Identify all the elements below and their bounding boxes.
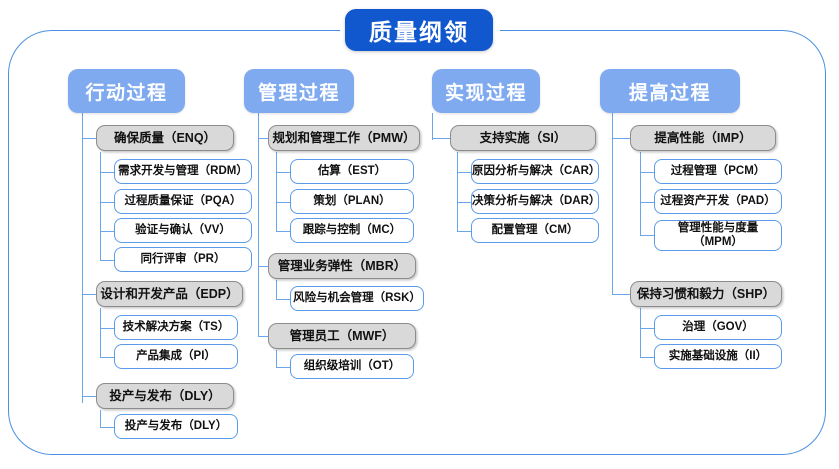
leaf-box-est[interactable]: 估算（EST） bbox=[290, 159, 414, 184]
connector-col1-grp2 bbox=[82, 294, 96, 296]
connector-col4-trunk bbox=[612, 131, 614, 295]
leaf-box-ot[interactable]: 组织级培训（OT） bbox=[290, 354, 414, 379]
connector-col1-g1-c4 bbox=[100, 260, 114, 262]
connector-col1-g1-c2 bbox=[100, 202, 114, 204]
connector-col1-drop bbox=[82, 113, 84, 131]
connector-col4-g2-trunk bbox=[640, 308, 642, 358]
connector-col2-drop bbox=[258, 113, 260, 131]
connector-col2-grp1 bbox=[258, 138, 268, 140]
group-box-edp[interactable]: 设计和开发产品（EDP） bbox=[96, 281, 243, 307]
leaf-box-cm[interactable]: 配置管理（CM） bbox=[471, 218, 599, 243]
group-box-imp[interactable]: 提高性能（IMP） bbox=[630, 125, 776, 151]
connector-col4-drop bbox=[612, 113, 614, 131]
leaf-box-dly-child[interactable]: 投产与发布（DLY） bbox=[114, 414, 238, 439]
connector-col4-g1-c1 bbox=[640, 172, 654, 174]
leaf-box-mpm[interactable]: 管理性能与度量 （MPM） bbox=[654, 220, 782, 251]
group-box-dly[interactable]: 投产与发布（DLY） bbox=[96, 383, 234, 409]
connector-col4-grp2 bbox=[612, 294, 630, 296]
column-header-4[interactable]: 提高过程 bbox=[600, 69, 740, 113]
leaf-box-pr[interactable]: 同行评审（PR） bbox=[114, 247, 252, 272]
leaf-box-pad[interactable]: 过程资产开发（PAD） bbox=[654, 189, 782, 214]
leaf-box-dar[interactable]: 决策分析与解决（DAR） bbox=[471, 189, 600, 214]
connector-col3-grp1 bbox=[432, 138, 450, 140]
connector-col1-trunk bbox=[82, 131, 84, 403]
leaf-box-pcm[interactable]: 过程管理（PCM） bbox=[654, 159, 782, 184]
leaf-box-rdm[interactable]: 需求开发与管理（RDM） bbox=[114, 159, 252, 184]
connector-col2-grp2 bbox=[258, 266, 268, 268]
connector-col1-g1-c3 bbox=[100, 231, 114, 233]
leaf-box-pqa[interactable]: 过程质量保证（PQA） bbox=[114, 189, 252, 214]
leaf-box-ii[interactable]: 实施基础设施（II） bbox=[654, 344, 782, 369]
leaf-box-plan[interactable]: 策划（PLAN） bbox=[290, 189, 414, 214]
connector-col1-g1-c1 bbox=[100, 172, 114, 174]
connector-col2-g2-c1 bbox=[276, 299, 290, 301]
group-box-shp[interactable]: 保持习惯和毅力（SHP） bbox=[630, 281, 782, 307]
leaf-box-car[interactable]: 原因分析与解决（CAR） bbox=[471, 159, 600, 184]
connector-col3-g1-c1 bbox=[457, 172, 471, 174]
connector-col4-g1-trunk bbox=[640, 152, 642, 236]
connector-col2-g3-trunk bbox=[276, 350, 278, 368]
connector-col2-g1-c2 bbox=[276, 202, 290, 204]
connector-col3-trunk bbox=[432, 131, 434, 140]
connector-col1-g3-trunk bbox=[100, 410, 102, 428]
connector-col2-trunk bbox=[258, 131, 260, 337]
connector-col2-g2-trunk bbox=[276, 280, 278, 300]
connector-col2-grp3 bbox=[258, 336, 268, 338]
connector-col1-g2-trunk bbox=[100, 308, 102, 358]
connector-col3-g1-c2 bbox=[457, 202, 471, 204]
connector-col1-g1-trunk bbox=[100, 152, 102, 261]
leaf-box-pi[interactable]: 产品集成（PI） bbox=[114, 344, 238, 369]
connector-col3-drop bbox=[432, 113, 434, 131]
connector-col4-g2-c2 bbox=[640, 357, 654, 359]
connector-col2-g1-c1 bbox=[276, 172, 290, 174]
connector-col2-g1-c3 bbox=[276, 231, 290, 233]
group-box-enq[interactable]: 确保质量（ENQ） bbox=[96, 125, 234, 151]
connector-col4-g1-c2 bbox=[640, 202, 654, 204]
connector-col4-g1-c3 bbox=[640, 235, 654, 237]
connector-col1-g2-c1 bbox=[100, 328, 114, 330]
group-box-pmw[interactable]: 规划和管理工作（PMW） bbox=[268, 125, 420, 151]
connector-col4-g2-c1 bbox=[640, 328, 654, 330]
group-box-si[interactable]: 支持实施（SI） bbox=[450, 125, 596, 151]
leaf-box-vv[interactable]: 验证与确认（VV） bbox=[114, 218, 252, 243]
connector-col2-g1-trunk bbox=[276, 152, 278, 232]
connector-col3-g1-trunk bbox=[457, 152, 459, 232]
connector-col1-grp3 bbox=[82, 396, 96, 398]
group-box-mbr[interactable]: 管理业务弹性（MBR） bbox=[268, 253, 416, 279]
connector-col2-g3-c1 bbox=[276, 367, 290, 369]
connector-col1-g2-c2 bbox=[100, 357, 114, 359]
connector-col1-g3-c1 bbox=[100, 427, 114, 429]
column-header-3[interactable]: 实现过程 bbox=[432, 69, 540, 113]
connector-col3-g1-c3 bbox=[457, 231, 471, 233]
leaf-box-mc[interactable]: 跟踪与控制（MC） bbox=[290, 218, 414, 243]
leaf-box-gov[interactable]: 治理（GOV） bbox=[654, 315, 782, 340]
group-box-mwf[interactable]: 管理员工（MWF） bbox=[268, 323, 416, 349]
column-header-1[interactable]: 行动过程 bbox=[68, 69, 185, 113]
connector-col1-grp1 bbox=[82, 138, 96, 140]
leaf-box-rsk[interactable]: 风险与机会管理（RSK） bbox=[290, 286, 424, 311]
connector-col4-grp1 bbox=[612, 138, 630, 140]
leaf-box-ts[interactable]: 技术解决方案（TS） bbox=[114, 315, 238, 340]
diagram-title: 质量纲领 bbox=[345, 9, 493, 51]
column-header-2[interactable]: 管理过程 bbox=[244, 69, 354, 113]
